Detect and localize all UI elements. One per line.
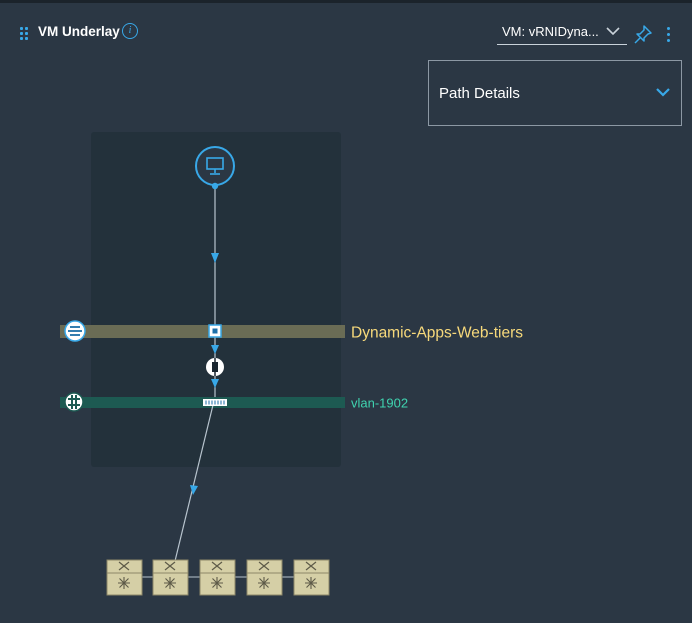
distributed-port-group-icon	[64, 320, 86, 342]
vm-node	[195, 146, 235, 190]
uplink-port-icon	[203, 399, 227, 406]
vlan-label: vlan-1902	[351, 396, 408, 411]
port-group-band	[60, 320, 345, 342]
pin-icon[interactable]	[634, 25, 652, 45]
flow-arrow-icon	[190, 485, 198, 495]
more-vertical-icon[interactable]	[665, 25, 673, 45]
vnic-port-icon	[208, 324, 222, 338]
flow-arrow-icon	[211, 345, 219, 354]
vm-select-value: VM: vRNIDyna...	[502, 24, 599, 39]
host-container	[91, 132, 341, 467]
chevron-down-icon	[606, 27, 620, 36]
vlan-band	[60, 392, 345, 412]
flow-arrow-icon	[211, 253, 219, 263]
drag-handle-icon[interactable]	[20, 27, 30, 41]
info-icon[interactable]: i	[122, 23, 138, 39]
port-group-label: Dynamic-Apps-Web-tiers	[351, 325, 523, 342]
switch-icon	[199, 559, 236, 596]
switch-icon	[293, 559, 330, 596]
path-details-label: Path Details	[439, 85, 520, 102]
chevron-down-icon	[656, 88, 670, 97]
switch-icon	[152, 559, 189, 596]
switch-icon	[106, 559, 143, 596]
switch-icon	[246, 559, 283, 596]
window-top-border	[0, 0, 692, 3]
widget-title: VM Underlay	[38, 24, 120, 39]
vm-select-dropdown[interactable]: VM: vRNIDyna...	[497, 21, 627, 45]
flow-arrow-icon	[211, 379, 219, 388]
vlan-icon	[64, 392, 84, 412]
monitor-icon	[206, 157, 224, 175]
widget-header: VM Underlay i VM: vRNIDyna...	[0, 3, 692, 59]
vlan-to-physical-link	[174, 404, 214, 562]
host-switch-icon	[206, 358, 224, 376]
path-details-panel[interactable]: Path Details	[428, 60, 682, 126]
